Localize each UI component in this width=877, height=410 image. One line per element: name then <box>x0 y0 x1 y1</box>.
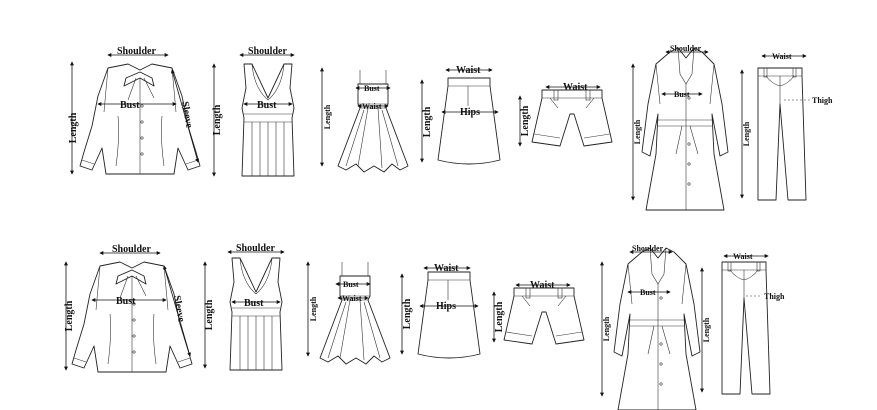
strap-dress-diagram: Bust Waist Length <box>320 67 409 173</box>
shoulder-label: Shoulder <box>670 44 702 53</box>
bust-label: Bust <box>343 280 359 289</box>
shorts-diagram: Waist Length <box>492 280 585 345</box>
length-label: Length <box>633 119 642 144</box>
waist-label: Waist <box>772 52 792 61</box>
waist-label: Waist <box>530 280 555 291</box>
skirt-icon <box>437 77 501 165</box>
blouse-diagram: Shoulder Bust Length Sleeve <box>64 244 193 373</box>
blouse-diagram: Shoulder Bust Length Sleeve <box>68 46 201 175</box>
waist-label: Waist <box>456 65 481 76</box>
skirt-diagram: Waist Hips Length <box>420 65 501 165</box>
row-1: Shoulder Bust Length Sleeve Shoulder Bus… <box>68 44 833 211</box>
length-label: Length <box>323 104 332 129</box>
trench-coat-icon <box>641 47 729 211</box>
bust-label: Bust <box>257 100 277 111</box>
trousers-icon <box>721 261 771 395</box>
length-label: Length <box>422 106 433 137</box>
bust-label: Bust <box>244 298 264 309</box>
length-label: Length <box>602 316 611 341</box>
shoulder-label: Shoulder <box>236 243 275 254</box>
length-label: Length <box>204 299 215 330</box>
waist-label: Waist <box>563 82 588 93</box>
tank-top-diagram: Shoulder Bust Length <box>212 46 295 177</box>
bust-label: Bust <box>640 288 656 297</box>
waist-label: Waist <box>342 294 362 303</box>
bust-label: Bust <box>364 84 380 93</box>
shorts-icon <box>531 89 613 147</box>
trench-coat-diagram: Shoulder Bust Length <box>631 44 729 211</box>
tank-top-icon <box>241 63 295 177</box>
hips-label: Hips <box>460 107 480 118</box>
bust-label: Bust <box>120 100 140 111</box>
tank-top-diagram: Shoulder Bust Length <box>203 243 285 371</box>
shoulder-label: Shoulder <box>112 244 151 255</box>
strap-dress-icon <box>319 261 391 365</box>
thigh-label: Thigh <box>812 96 833 105</box>
shoulder-label: Shoulder <box>117 46 156 57</box>
skirt-icon <box>417 271 481 359</box>
length-label: Length <box>520 105 531 136</box>
strap-dress-diagram: Bust Waist Length <box>306 261 391 365</box>
length-label: Length <box>494 301 505 332</box>
row-2: Shoulder Bust Length Sleeve Shoulder Bus… <box>64 243 785 410</box>
length-label: Length <box>309 296 318 321</box>
trousers-diagram: Waist Thigh Length <box>740 52 833 201</box>
sleeve-label: Sleeve <box>179 101 195 130</box>
blouse-icon <box>71 261 193 373</box>
waist-label: Waist <box>733 252 753 261</box>
trench-coat-diagram: Shoulder Bust Length <box>600 244 701 410</box>
hips-label: Hips <box>436 301 456 312</box>
trousers-diagram: Waist Thigh Length <box>700 252 785 395</box>
shoulder-label: Shoulder <box>632 244 664 253</box>
sleeve-label: Sleeve <box>171 295 187 324</box>
length-label: Length <box>64 300 75 331</box>
trousers-icon <box>757 67 807 201</box>
bust-label: Bust <box>674 90 690 99</box>
waist-label: Waist <box>362 102 382 111</box>
shorts-icon <box>503 287 585 345</box>
trench-coat-icon <box>613 247 701 410</box>
skirt-diagram: Waist Hips Length <box>400 263 481 359</box>
tank-top-icon <box>229 257 283 371</box>
thigh-label: Thigh <box>764 292 785 301</box>
shoulder-label: Shoulder <box>248 46 287 57</box>
length-label: Length <box>742 121 751 146</box>
length-label: Length <box>68 112 79 143</box>
length-label: Length <box>212 104 223 135</box>
waist-label: Waist <box>434 263 459 274</box>
length-label: Length <box>402 298 413 329</box>
length-label: Length <box>702 317 711 342</box>
shorts-diagram: Waist Length <box>518 82 613 147</box>
bust-label: Bust <box>116 296 136 307</box>
